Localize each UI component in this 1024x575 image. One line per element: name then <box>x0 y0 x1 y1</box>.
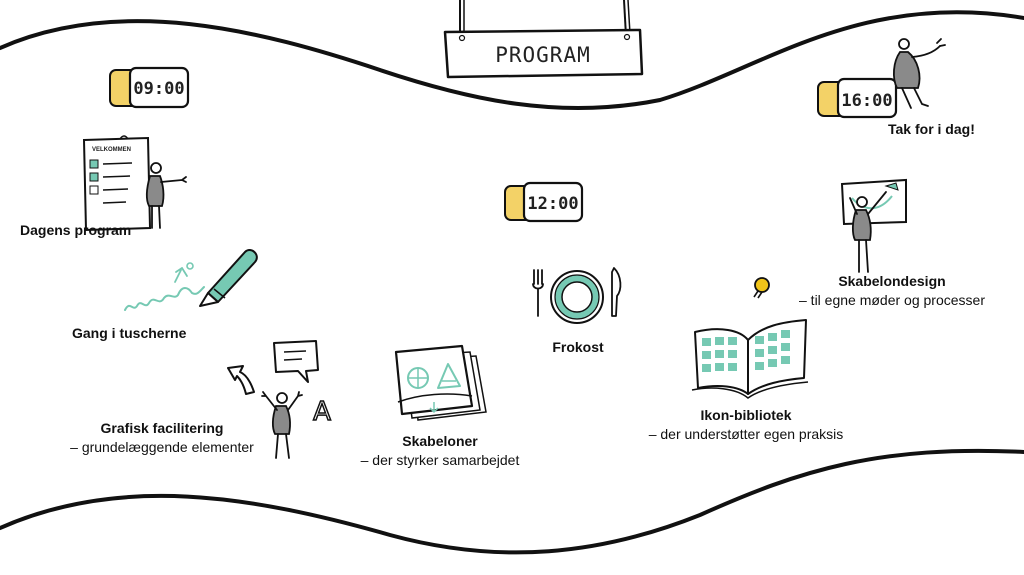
item-title-ikon-bibliotek: Ikon-bibliotek <box>700 407 792 423</box>
item-title-skabeloner: Skabeloner <box>402 433 478 449</box>
template-icon <box>394 344 487 421</box>
item-subtitle-ikon-bibliotek: – der understøtter egen praksis <box>648 426 844 442</box>
clock-lunch-time: 12:00 <box>527 194 578 214</box>
cheering-person-icon <box>261 391 303 459</box>
speech-bubble-icon <box>273 340 319 383</box>
clock-icon: 09:00 <box>109 66 190 109</box>
book-icon <box>691 319 809 399</box>
plate-icon <box>550 270 604 324</box>
arrow-icon <box>227 365 255 395</box>
flipchart-text: VELKOMMEN <box>92 147 131 153</box>
item-title-dagens-program: Dagens program <box>20 222 132 238</box>
item-title-grafisk-facilitering: Grafisk facilitering <box>100 420 224 436</box>
clock-end-time: 16:00 <box>841 91 892 111</box>
item-title-tak-for-i-dag: Tak for i dag! <box>888 121 975 137</box>
fork-icon <box>532 269 544 317</box>
item-subtitle-skabelondesign: – til egne møder og processer <box>799 292 985 308</box>
clock-icon: 12:00 <box>504 181 584 223</box>
letter-a: A <box>313 397 331 427</box>
knife-icon <box>611 267 622 317</box>
presenter-person-icon <box>145 162 187 229</box>
waving-person-icon <box>893 38 946 109</box>
bottom-wave-line <box>0 448 1024 555</box>
flipchart-icon: VELKOMMEN <box>82 135 152 232</box>
marker-icon <box>124 249 258 311</box>
item-subtitle-grafisk-facilitering: – grundelæggende elementer <box>70 439 254 455</box>
item-title-skabelondesign: Skabelondesign <box>838 273 946 289</box>
sign-title: PROGRAM <box>495 43 591 67</box>
item-title-frokost: Frokost <box>552 339 604 355</box>
item-subtitle-skabeloner: – der styrker samarbejdet <box>360 452 520 468</box>
clock-start-time: 09:00 <box>133 79 184 99</box>
letter-a-icon: A <box>312 396 332 428</box>
program-sign: PROGRAM <box>443 0 644 79</box>
lightbulb-icon <box>753 277 770 299</box>
top-wave-line <box>0 10 1024 111</box>
drawing-person-icon <box>840 178 907 273</box>
item-title-gang-i-tuscherne: Gang i tuscherne <box>72 325 187 341</box>
clock-icon: 16:00 <box>817 77 898 119</box>
